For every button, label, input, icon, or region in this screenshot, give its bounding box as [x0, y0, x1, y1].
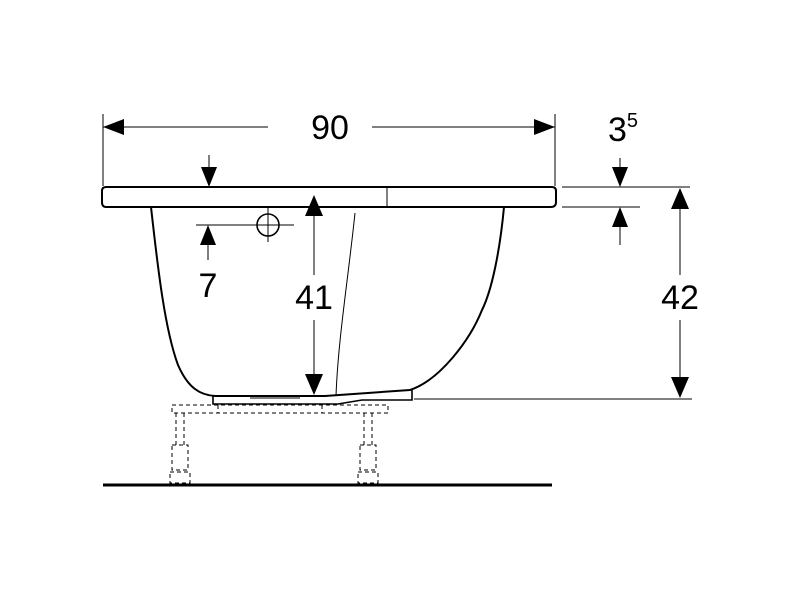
total-height-label: 42: [661, 279, 699, 317]
inner-depth-dimension: [305, 195, 323, 395]
tub-body: [150, 206, 505, 397]
overflow-icon: [196, 208, 294, 242]
tub-rim: [101, 186, 557, 208]
total-height-dimension: [414, 188, 692, 400]
inner-depth-label: 41: [295, 279, 333, 317]
overflow-offset-dimension: [200, 225, 216, 260]
tub-base-plate: [212, 390, 413, 405]
tub-body-shading-line: [335, 212, 356, 397]
rim-top-arrow: [201, 155, 217, 187]
width-label: 90: [311, 109, 349, 147]
width-dimension: [102, 114, 556, 186]
tub-support-frame: [169, 404, 389, 484]
rim-thickness-dimension: [562, 158, 690, 245]
overflow-offset-label: 7: [199, 267, 218, 305]
rim-thickness-label: 35: [608, 110, 638, 149]
